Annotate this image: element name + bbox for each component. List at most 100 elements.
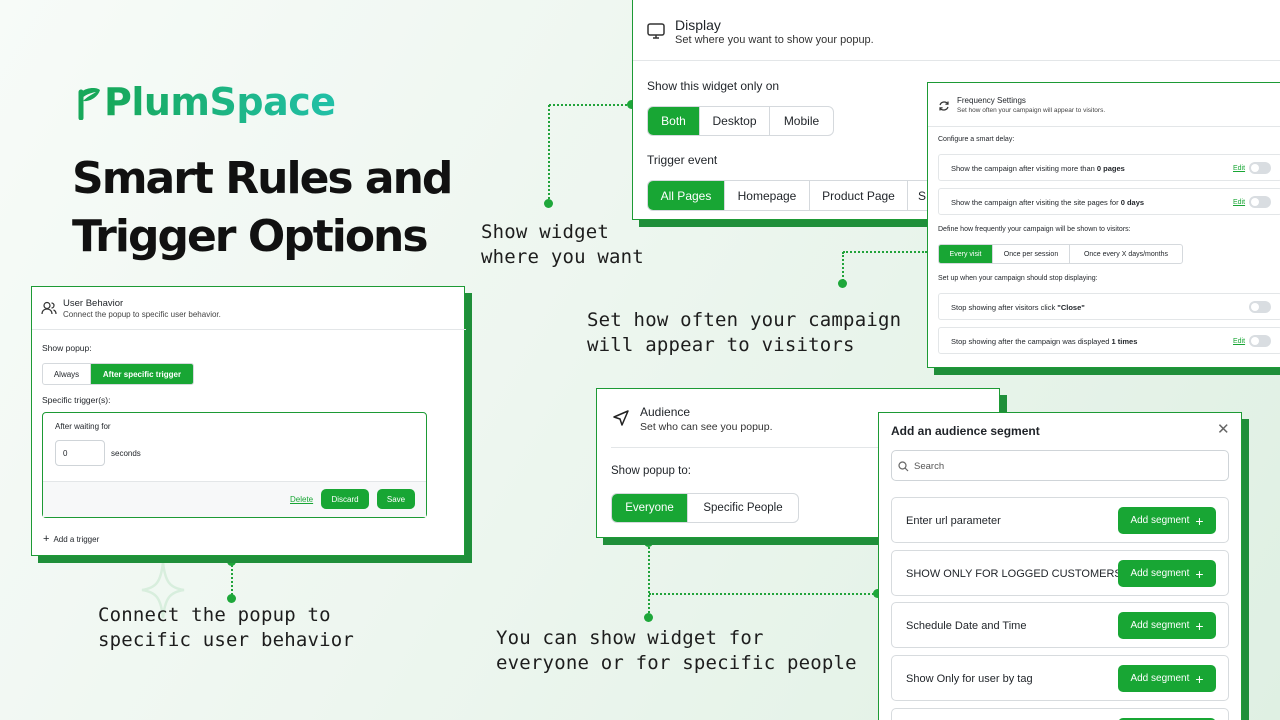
- trigger-title: After waiting for: [55, 422, 111, 431]
- frequency-card: Frequency Settings Set how often your ca…: [927, 82, 1280, 368]
- search-input[interactable]: Search: [891, 450, 1229, 481]
- device-selector: Both Desktop Mobile: [647, 106, 834, 136]
- delay-row-days: Show the campaign after visiting the sit…: [938, 188, 1280, 215]
- trigger-option-homepage[interactable]: Homepage: [725, 181, 810, 210]
- connector-display-h: [549, 104, 631, 106]
- add-segment-button[interactable]: Add segment+: [1118, 507, 1216, 534]
- trigger-option-product-page[interactable]: Product Page: [810, 181, 908, 210]
- plus-icon: +: [43, 533, 50, 545]
- option-specific-people[interactable]: Specific People: [703, 502, 783, 514]
- widget-label: Show this widget only on: [647, 79, 780, 93]
- connector-dot: [838, 279, 847, 288]
- frequency-option-every-visit[interactable]: Every visit: [939, 245, 993, 263]
- users-icon: [41, 301, 57, 320]
- connector-dot: [227, 557, 236, 566]
- connector-frequency-h: [843, 251, 927, 253]
- divider: [611, 447, 985, 448]
- frequency-subtitle: Set how often your campaign will appear …: [957, 107, 1106, 114]
- edit-link[interactable]: Edit: [1233, 165, 1246, 172]
- frequency-option-every-x[interactable]: Once every X days/months: [1083, 250, 1169, 258]
- add-segment-button[interactable]: Add segment+: [1118, 612, 1216, 639]
- display-title: Display: [675, 17, 721, 33]
- add-segment-button[interactable]: Add segment+: [1118, 665, 1216, 692]
- brand-name: PlumSpace: [104, 80, 336, 124]
- segment-item-label: Enter url parameter: [906, 515, 1001, 527]
- connector-dot: [627, 100, 636, 109]
- divider: [928, 126, 1280, 127]
- trigger-option-more[interactable]: S: [918, 188, 927, 203]
- trigger-label: Trigger event: [647, 153, 718, 167]
- audience-selector: Everyone Specific People: [611, 493, 799, 523]
- trigger-option-all-pages[interactable]: All Pages: [648, 181, 725, 210]
- device-option-desktop[interactable]: Desktop: [700, 107, 770, 135]
- show-to-label: Show popup to:: [611, 465, 691, 477]
- segment-panel: Add an audience segment ✕ Search Enter u…: [878, 412, 1242, 720]
- connector-display-v: [548, 105, 550, 203]
- segment-item-label: Show Only for user by tag: [906, 673, 1033, 685]
- audience-title: Audience: [640, 405, 691, 419]
- close-icon[interactable]: ✕: [1217, 421, 1230, 438]
- option-always[interactable]: Always: [43, 364, 91, 384]
- segment-item: SHOW ONLY FOR LOGGED CUSTOMERS Add segme…: [891, 550, 1229, 596]
- trigger-selector: All Pages Homepage Product Page S: [647, 180, 949, 211]
- edit-link[interactable]: Edit: [1233, 338, 1246, 345]
- segment-item: Enter url parameter Add segment+: [891, 497, 1229, 543]
- add-trigger-button[interactable]: + Add a trigger: [43, 533, 100, 545]
- display-subtitle: Set where you want to show your popup.: [675, 34, 874, 46]
- plus-icon: +: [1195, 670, 1204, 687]
- refresh-icon: [938, 99, 950, 117]
- frequency-title: Frequency Settings: [957, 96, 1026, 105]
- stop-label: Set up when your campaign should stop di…: [938, 275, 1098, 282]
- frequency-label: Define how frequently your campaign will…: [938, 226, 1131, 233]
- connector-dot: [644, 538, 653, 547]
- plus-icon: +: [1195, 617, 1204, 634]
- connector-behavior-v: [231, 562, 233, 598]
- toggle-switch[interactable]: [1249, 162, 1271, 174]
- user-behavior-subtitle: Connect the popup to specific user behav…: [63, 310, 221, 319]
- audience-subtitle: Set who can see you popup.: [640, 421, 773, 433]
- option-everyone[interactable]: Everyone: [612, 494, 688, 522]
- frequency-selector: Every visit Once per session Once every …: [938, 244, 1183, 264]
- toggle-switch[interactable]: [1249, 335, 1271, 347]
- segment-item-label: SHOW ONLY FOR LOGGED CUSTOMERS: [906, 568, 1122, 580]
- edit-link[interactable]: Edit: [1233, 199, 1246, 206]
- show-popup-selector: Always After specific trigger: [42, 363, 194, 385]
- show-popup-label: Show popup:: [42, 343, 92, 353]
- user-behavior-title: User Behavior: [63, 298, 124, 309]
- search-placeholder: Search: [914, 461, 945, 472]
- device-option-mobile[interactable]: Mobile: [783, 114, 820, 128]
- connector-frequency-v: [842, 252, 844, 284]
- page-title-line-2: Trigger Options: [72, 211, 429, 262]
- save-button[interactable]: Save: [377, 489, 415, 509]
- delete-link[interactable]: Delete: [290, 495, 314, 504]
- sparkle-icon: [141, 561, 185, 619]
- add-segment-button[interactable]: Add segment+: [1118, 560, 1216, 587]
- stop-row-times: Stop showing after the campaign was disp…: [938, 327, 1280, 354]
- segment-item: [891, 708, 1229, 720]
- segment-item-label: Schedule Date and Time: [906, 620, 1027, 632]
- user-behavior-card: User Behavior Connect the popup to speci…: [31, 286, 466, 556]
- frequency-option-once-per-session[interactable]: Once per session: [993, 245, 1070, 263]
- toggle-switch[interactable]: [1249, 196, 1271, 208]
- delay-row-pages: Show the campaign after visiting more th…: [938, 154, 1280, 181]
- divider: [32, 329, 466, 330]
- discard-button[interactable]: Discard: [321, 489, 369, 509]
- device-option-both[interactable]: Both: [648, 107, 700, 135]
- trigger-box: After waiting for 0 seconds Delete Disca…: [42, 412, 427, 518]
- option-after-trigger[interactable]: After specific trigger: [91, 364, 193, 384]
- connector-audience-v: [648, 543, 650, 617]
- smart-delay-label: Configure a smart delay:: [938, 136, 1015, 143]
- connector-dot: [544, 199, 553, 208]
- add-segment-button[interactable]: [1118, 718, 1216, 720]
- page-title: Smart Rules and Trigger Options: [72, 150, 453, 266]
- brand-logo: PlumSpace: [78, 80, 336, 124]
- plus-icon: +: [1195, 512, 1204, 529]
- toggle-switch[interactable]: [1249, 301, 1271, 313]
- segment-item: Show Only for user by tag Add segment+: [891, 655, 1229, 701]
- plus-icon: +: [1195, 565, 1204, 582]
- seconds-input[interactable]: 0: [55, 440, 105, 466]
